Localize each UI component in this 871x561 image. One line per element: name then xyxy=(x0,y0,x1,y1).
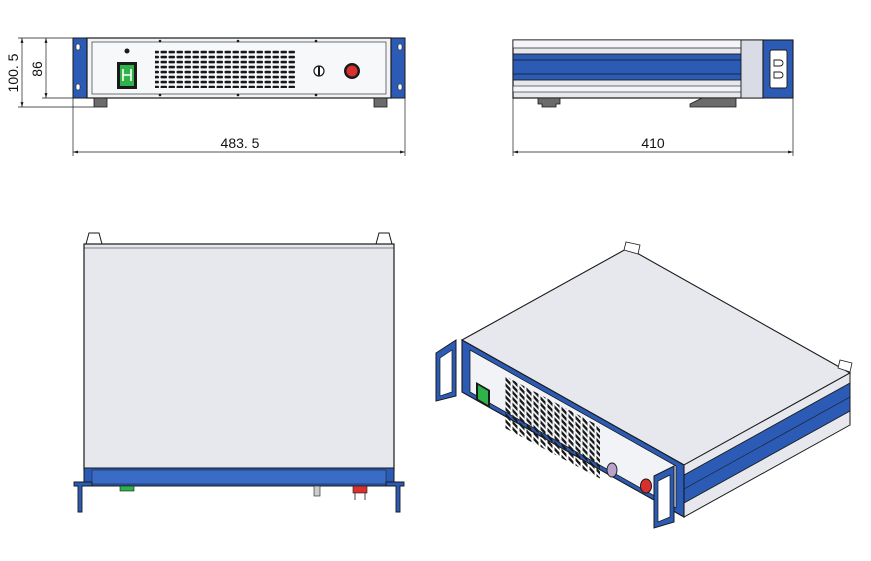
height-inner-label: 86 xyxy=(29,61,45,77)
front-right-foot xyxy=(373,97,388,108)
top-view xyxy=(73,232,405,513)
side-depth-label: 410 xyxy=(641,135,665,151)
handle-icon xyxy=(769,49,788,89)
front-width-label: 483. 5 xyxy=(221,135,260,151)
front-left-foot xyxy=(93,97,108,108)
dimension-height xyxy=(18,37,94,108)
side-rear-foot xyxy=(537,97,561,108)
power-switch-icon xyxy=(117,62,137,89)
side-front-foot xyxy=(689,97,737,108)
key-switch-icon xyxy=(313,65,325,77)
height-outer-label: 100. 5 xyxy=(5,53,21,92)
dimension-front-width xyxy=(72,98,406,156)
dimension-side-depth xyxy=(512,98,794,156)
emergency-stop-icon xyxy=(344,63,360,79)
isometric-view xyxy=(435,241,853,529)
indicator-lamp-icon xyxy=(124,48,130,54)
front-view xyxy=(72,37,406,108)
vent-grille-icon xyxy=(155,50,296,88)
side-view xyxy=(512,39,794,108)
